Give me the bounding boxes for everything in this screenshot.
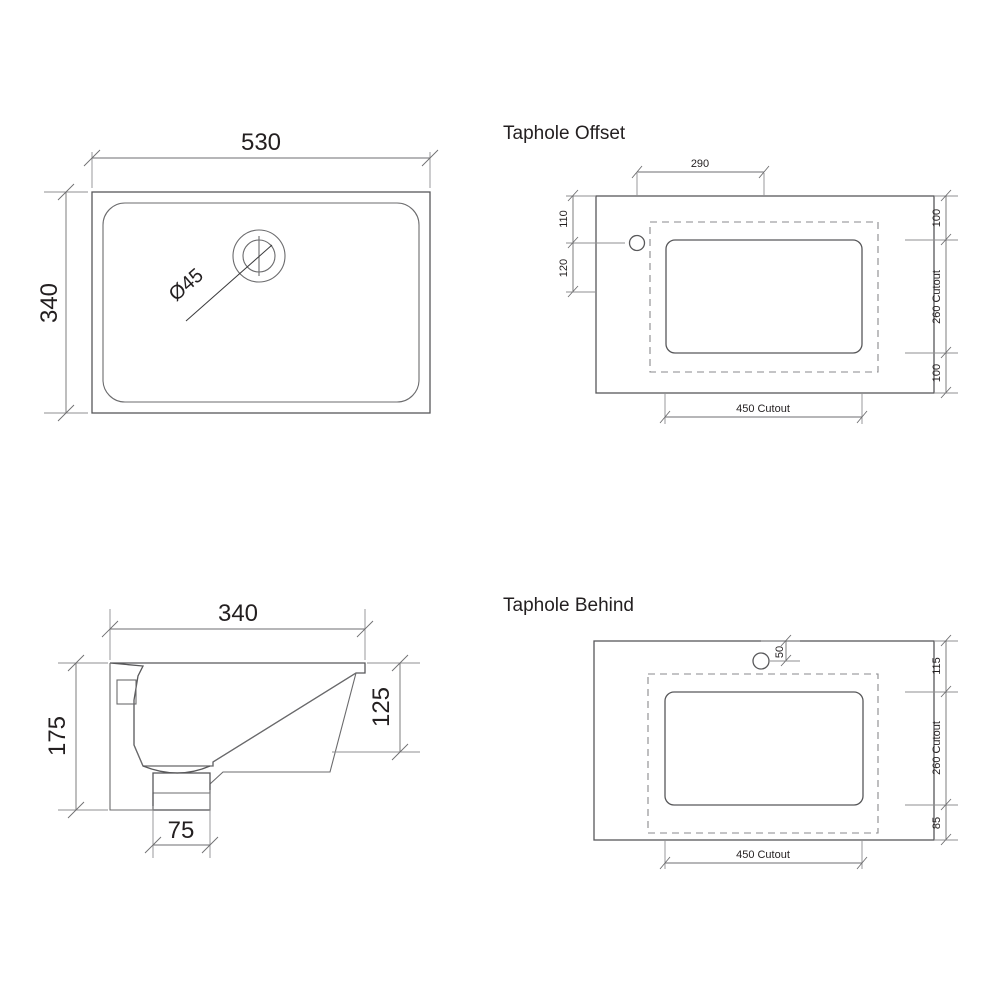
dim100top-tick-b [940, 233, 952, 246]
elev-dim340-tick-left [101, 620, 119, 638]
behind-dim260-label: 260 Cutout [931, 721, 943, 775]
elevation-overflow-slot [116, 679, 137, 705]
elev-dim75-tick-left [144, 836, 162, 854]
view-taphole-behind: Taphole Behind 50 [503, 595, 958, 870]
behind-taphole [752, 652, 770, 670]
elev-dim75-label: 75 [168, 817, 195, 844]
elev-dim175-tick-top [67, 654, 85, 672]
dim120-tick-bottom [567, 285, 579, 298]
elev-dim125-tick-top [391, 654, 409, 672]
offset-dim100-bottom-label: 100 [931, 364, 943, 382]
dim290-label: 290 [691, 158, 709, 170]
elev-dim175-tick-bottom [67, 801, 85, 819]
waste-outer-circle [232, 229, 286, 283]
offset-dim260-label: 260 Cutout [931, 270, 943, 324]
taphole-behind-title: Taphole Behind [503, 595, 634, 616]
dim290-tick-left [631, 165, 643, 179]
offset-cutout-dashed [649, 221, 879, 373]
basin-outer-rim [91, 191, 431, 414]
dim530-tick-left [83, 149, 101, 167]
elev-dim340-tick-right [356, 620, 374, 638]
dim120-label: 120 [558, 259, 570, 277]
dim530-label: 530 [241, 129, 281, 156]
waste-diameter-leader [185, 244, 273, 322]
dim110-label: 110 [558, 210, 570, 228]
view-taphole-offset: Taphole Offset 290 110 [503, 123, 958, 424]
offset-dim100-top-label: 100 [931, 209, 943, 227]
behind-dim85-label: 85 [931, 817, 943, 829]
elevation-waste-spigot [152, 772, 211, 811]
behind-dim50-tick-top [780, 634, 792, 647]
behind-bench-outline [593, 640, 935, 841]
elev-dim175-label: 175 [44, 716, 71, 756]
elevation-waste-boss-top [142, 765, 211, 774]
dim110-tick-bottom [567, 236, 579, 249]
dim340-tick-bottom [57, 404, 75, 422]
offset-taphole [628, 234, 646, 252]
dim340-label: 340 [36, 283, 63, 323]
elev-dim75-tick-right [201, 836, 219, 854]
behind-dim450-tick-right [856, 856, 868, 870]
waste-diameter-label: Ø45 [165, 264, 208, 305]
elevation-body-outline [109, 663, 357, 811]
view-plan-top: Ø45 530 340 [36, 129, 439, 422]
behind-cutout-dashed [647, 673, 879, 834]
behind-dim450-tick-left [659, 856, 671, 870]
elev-dim340-label: 340 [218, 600, 258, 627]
behind-dim115-label: 115 [931, 657, 943, 675]
dim530-tick-right [421, 149, 439, 167]
dim100top-tick-a [940, 189, 952, 202]
elev-dim125-tick-bottom [391, 743, 409, 761]
view-side-elevation: 340 175 125 75 [44, 600, 420, 858]
elevation-bowl-profile [109, 662, 366, 767]
offset-bowl-cutout [665, 239, 863, 354]
dim110-tick-top [567, 189, 579, 202]
behind-dim115-tick-b [940, 685, 952, 698]
offset-dim450-label: 450 Cutout [736, 403, 790, 415]
offset-bench-outline [595, 195, 935, 394]
dim340-tick-top [57, 183, 75, 201]
behind-dim50-label: 50 [774, 646, 786, 658]
elevation-underside-sweep [133, 672, 357, 767]
behind-dim450-label: 450 Cutout [736, 849, 790, 861]
dim290-tick-right [758, 165, 770, 179]
offset-dim450-tick-left [659, 410, 671, 424]
taphole-offset-title: Taphole Offset [503, 123, 626, 144]
basin-inner-bowl [102, 202, 420, 403]
dim260-tick-b [940, 346, 952, 359]
dim100bot-tick-b [940, 386, 952, 399]
behind-dim260-tick-b [940, 798, 952, 811]
behind-dim115-tick-a [940, 634, 952, 647]
offset-dim450-tick-right [856, 410, 868, 424]
behind-bowl-cutout [664, 691, 864, 806]
behind-dim50-tick-bottom [780, 654, 792, 667]
elev-dim125-label: 125 [368, 687, 395, 727]
behind-dim85-tick-b [940, 833, 952, 846]
